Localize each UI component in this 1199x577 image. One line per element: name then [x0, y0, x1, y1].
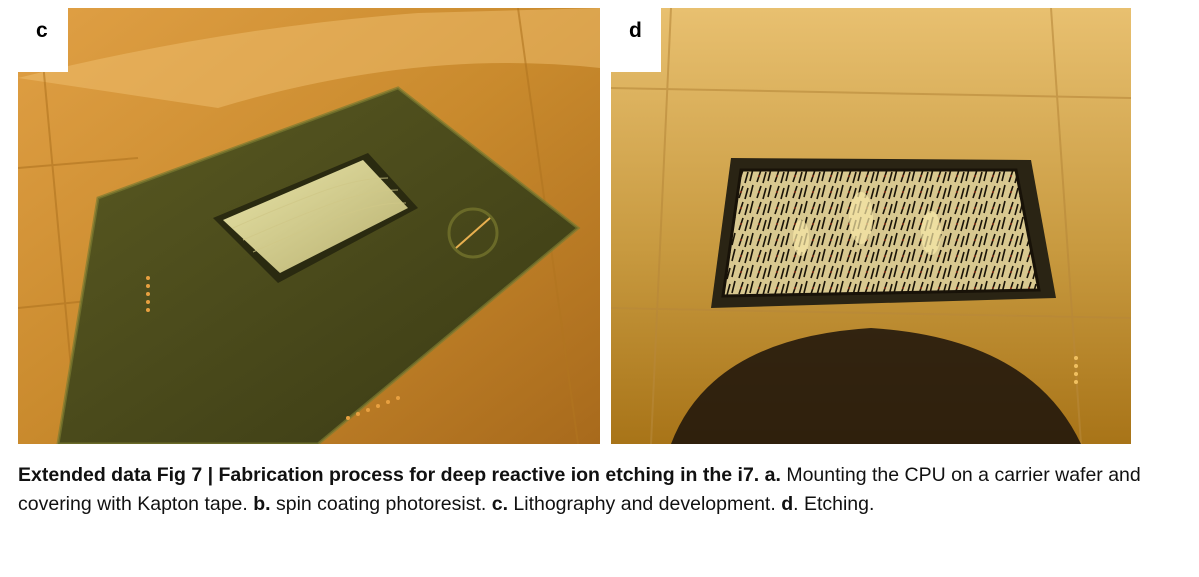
panel-label-c: c: [18, 8, 68, 72]
caption-step-a-label: a.: [764, 464, 781, 486]
figure-caption: Extended data Fig 7 | Fabrication proces…: [18, 461, 1190, 519]
caption-step-d-text: . Etching.: [793, 493, 875, 515]
panel-c-photo: c: [18, 8, 600, 444]
caption-step-a-text: Mounting the CPU on a carrier wafer and …: [18, 464, 1141, 515]
caption-step-c-label: c.: [491, 493, 508, 515]
caption-step-d-label: d: [781, 493, 794, 515]
cpu-etched-image: [611, 8, 1131, 444]
caption-step-c-text: Lithography and development.: [507, 493, 782, 515]
cpu-lithography-image: [18, 8, 600, 444]
caption-title: Extended data Fig 7 | Fabrication proces…: [18, 464, 760, 486]
panel-d-photo: d: [611, 8, 1131, 444]
caption-step-b-text: spin coating photoresist.: [270, 493, 492, 515]
panel-label-d: d: [611, 8, 661, 72]
caption-step-b-label: b.: [253, 493, 271, 515]
